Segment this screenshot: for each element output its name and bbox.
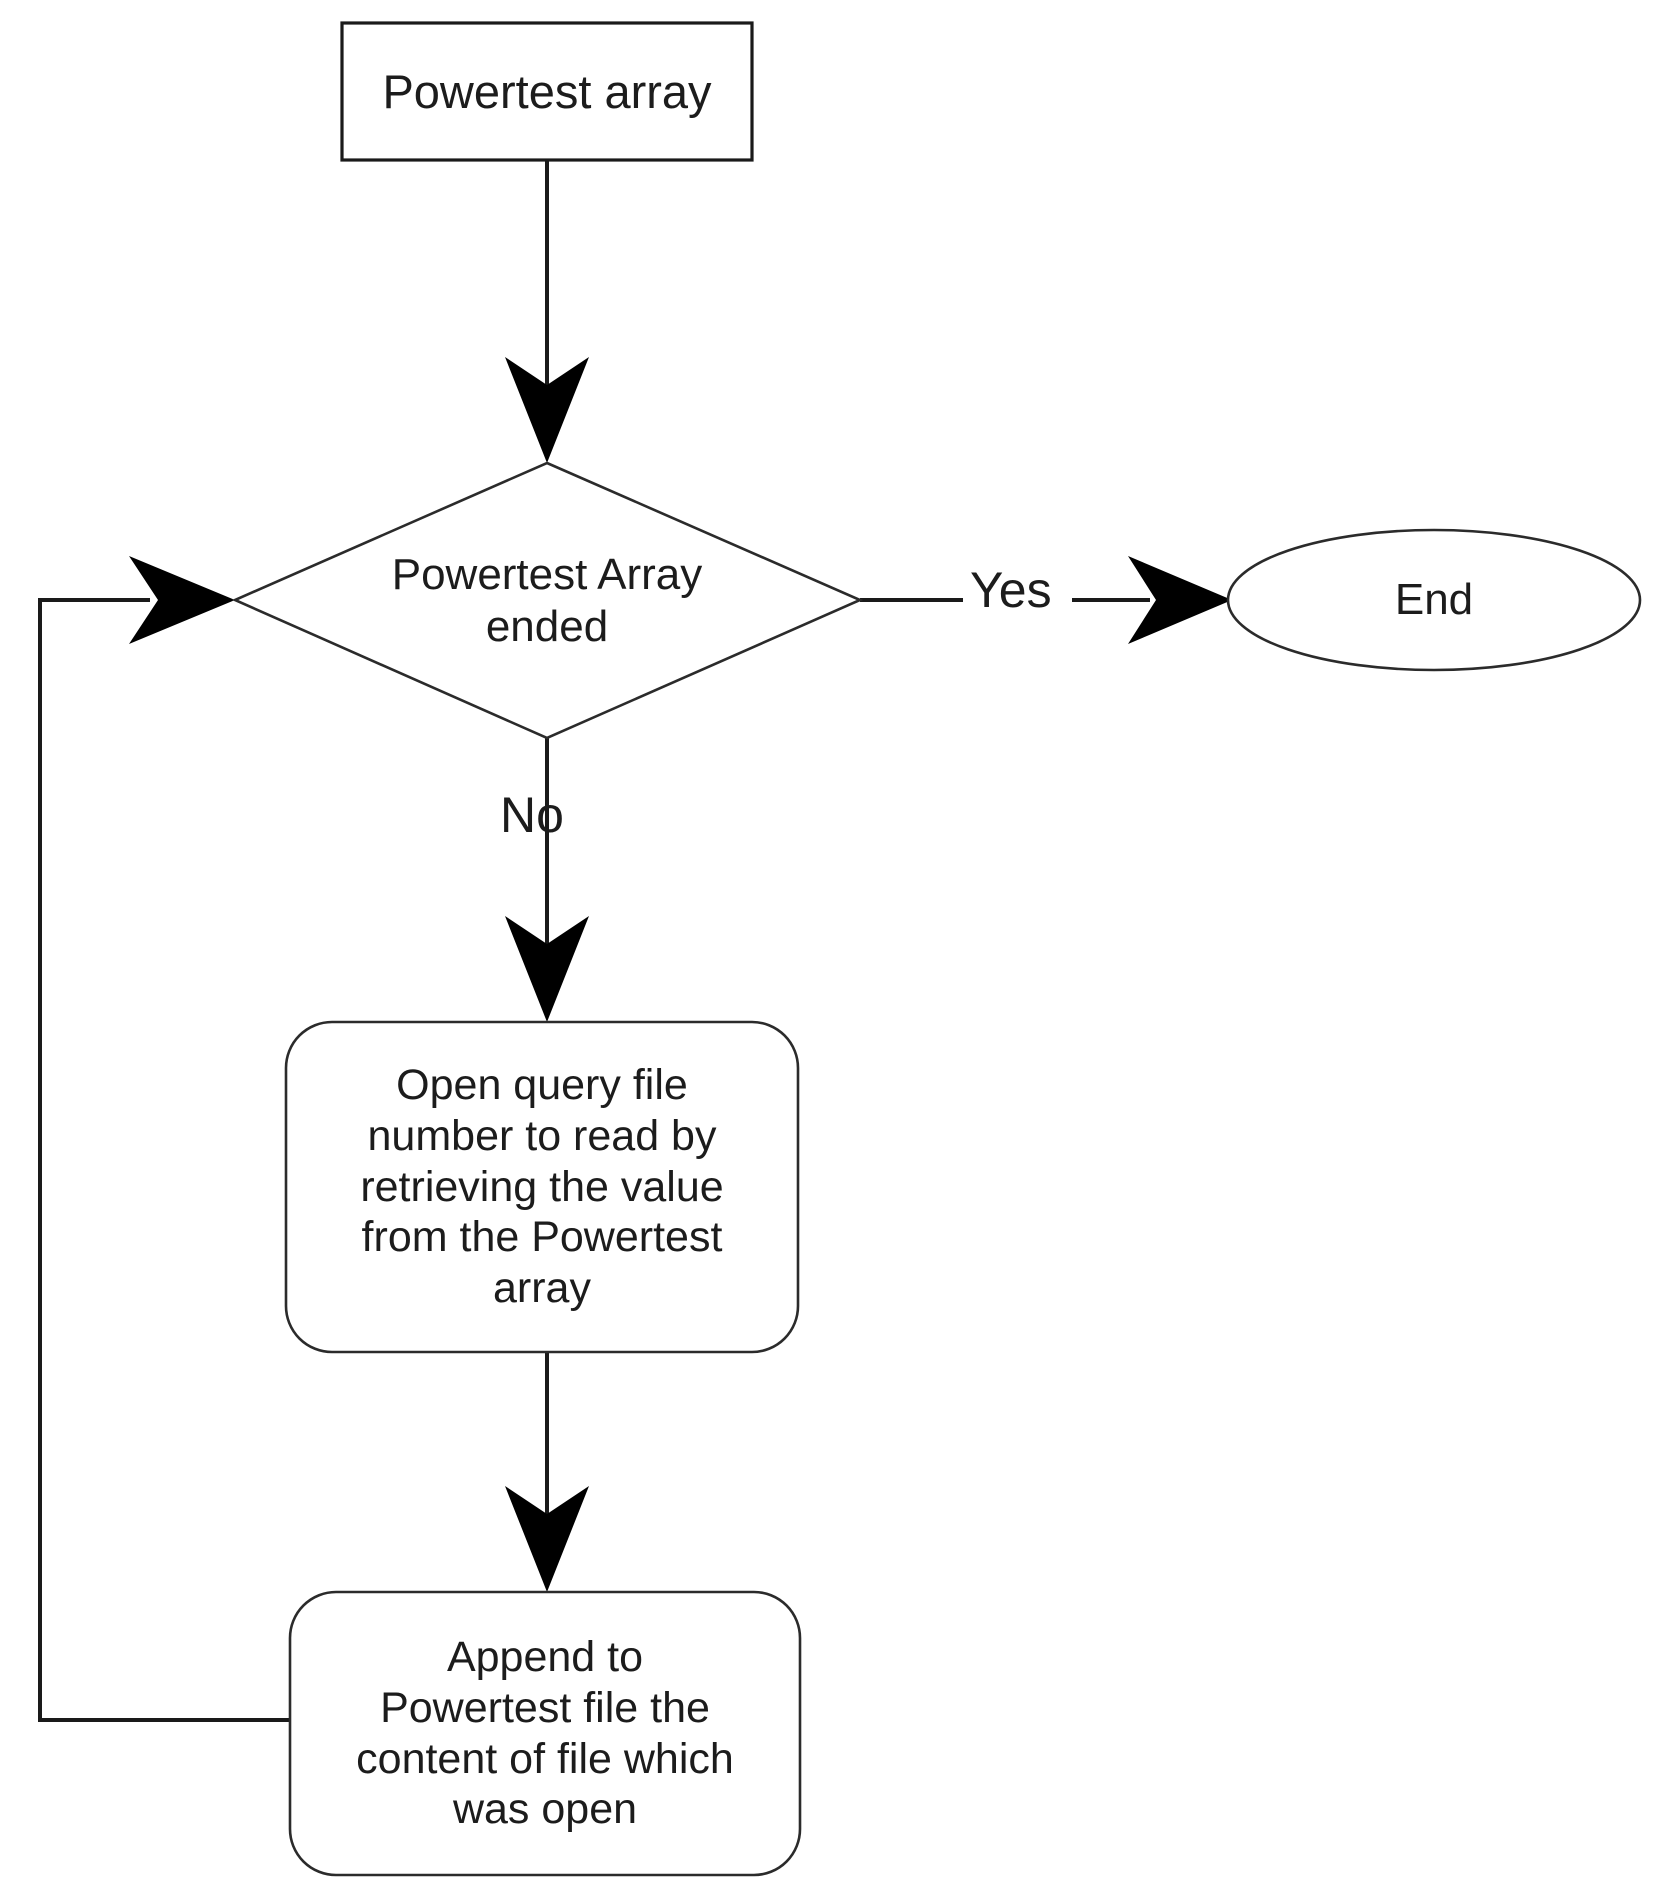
arrow-head-down-to-open-query	[505, 916, 589, 1022]
edge-decision-to-end	[860, 556, 1232, 644]
arrow-head-down-to-append	[505, 1486, 589, 1592]
node-start-shape[interactable]	[340, 21, 754, 162]
node-end-shape[interactable]	[1226, 528, 1642, 672]
arrow-head-right-into-decision	[129, 556, 235, 644]
edge-decision-to-open-query	[505, 738, 589, 1022]
edge-open-query-to-append	[505, 1352, 589, 1592]
node-open-query-shape[interactable]	[284, 1020, 800, 1354]
edge-append-to-decision-loop	[38, 556, 290, 1722]
node-append-shape[interactable]	[288, 1590, 802, 1877]
arrow-head-down-to-decision	[505, 357, 589, 463]
node-decision-shape[interactable]	[231, 461, 864, 740]
edge-label-yes: Yes	[970, 562, 1052, 618]
edge-label-no: No	[500, 787, 564, 843]
edge-start-to-decision	[505, 160, 589, 463]
arrow-head-right-to-end	[1128, 556, 1232, 644]
